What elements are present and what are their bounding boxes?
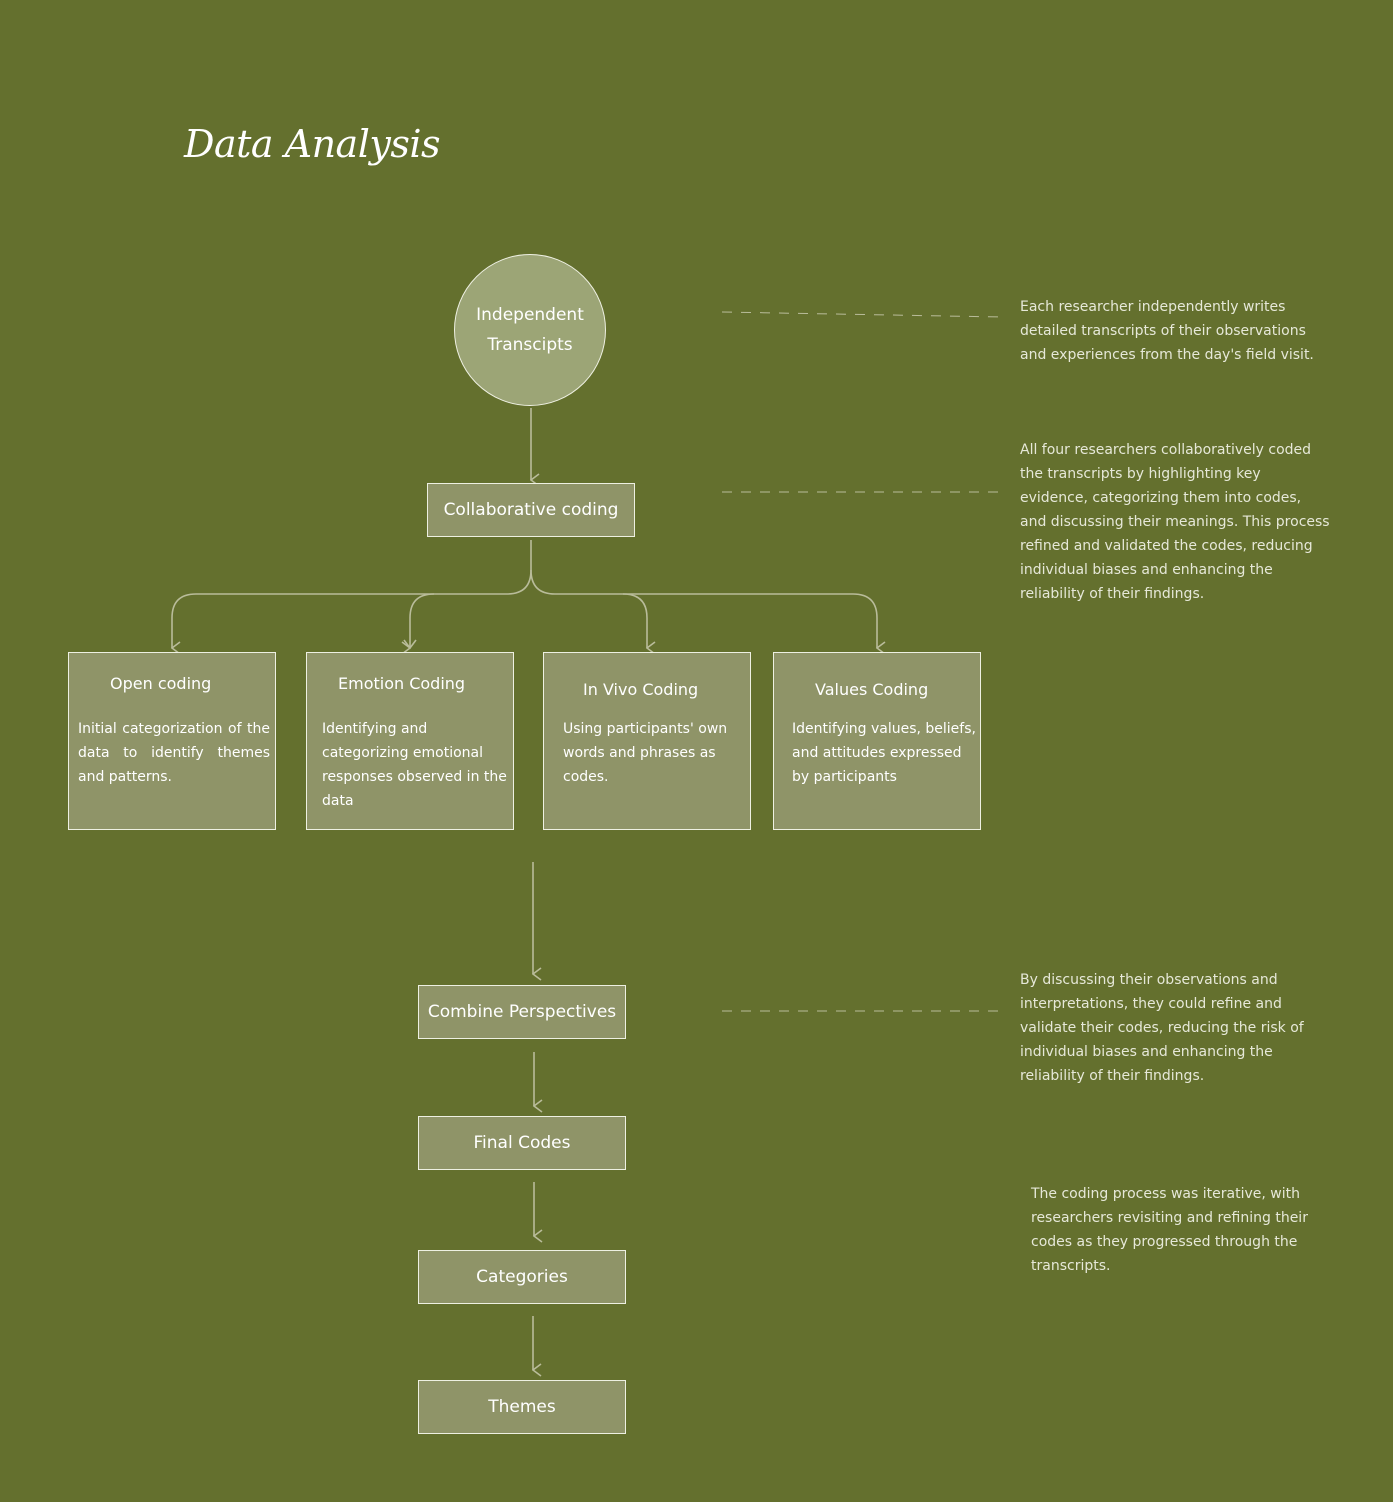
values-coding-title: Values Coding	[815, 680, 929, 699]
note-transcripts: Each researcher independently writes det…	[1020, 299, 1314, 363]
branch-invivo	[622, 593, 647, 648]
themes-node: Themes	[418, 1380, 626, 1434]
independent-transcripts-line1: Independent	[476, 305, 584, 325]
note-combine-perspectives: By discussing their observations and int…	[1020, 972, 1304, 1084]
values-coding-card: Values Coding Identifying values, belief…	[773, 652, 981, 830]
independent-transcripts-node: Independent Transcipts	[454, 254, 606, 406]
collaborative-coding-label: Collaborative coding	[443, 500, 619, 520]
page-title: Data Analysis	[184, 122, 440, 166]
note-collaborative-coding: All four researchers collaboratively cod…	[1020, 442, 1330, 602]
final-codes-node: Final Codes	[418, 1116, 626, 1170]
open-coding-description: Initial categorization of the data to id…	[78, 721, 270, 785]
categories-node: Categories	[418, 1250, 626, 1304]
emotion-coding-title: Emotion Coding	[338, 674, 466, 693]
combine-perspectives-label: Combine Perspectives	[427, 1002, 617, 1022]
branch-connector	[172, 540, 532, 648]
themes-label: Themes	[488, 1397, 556, 1417]
branch-right	[530, 569, 877, 648]
in-vivo-coding-card: In Vivo Coding Using participants' own w…	[543, 652, 751, 830]
categories-label: Categories	[476, 1267, 568, 1287]
note-iterative-process: The coding process was iterative, with r…	[1031, 1186, 1308, 1274]
branch-emotion	[410, 593, 435, 648]
in-vivo-coding-description: Using participants' own words and phrase…	[563, 721, 728, 785]
final-codes-label: Final Codes	[473, 1133, 571, 1153]
combine-perspectives-node: Combine Perspectives	[418, 985, 626, 1039]
in-vivo-coding-title: In Vivo Coding	[583, 680, 699, 699]
emotion-coding-description: Identifying and categorizing emotional r…	[322, 721, 507, 809]
open-coding-card: Open coding Initial categorization of th…	[68, 652, 276, 830]
values-coding-description: Identifying values, beliefs, and attitud…	[792, 721, 976, 785]
emotion-coding-card: Emotion Coding Identifying and categoriz…	[306, 652, 514, 830]
open-coding-title: Open coding	[110, 674, 212, 693]
collaborative-coding-node: Collaborative coding	[427, 483, 635, 537]
independent-transcripts-line2: Transcipts	[487, 335, 573, 355]
note-leader-1	[721, 311, 1003, 318]
